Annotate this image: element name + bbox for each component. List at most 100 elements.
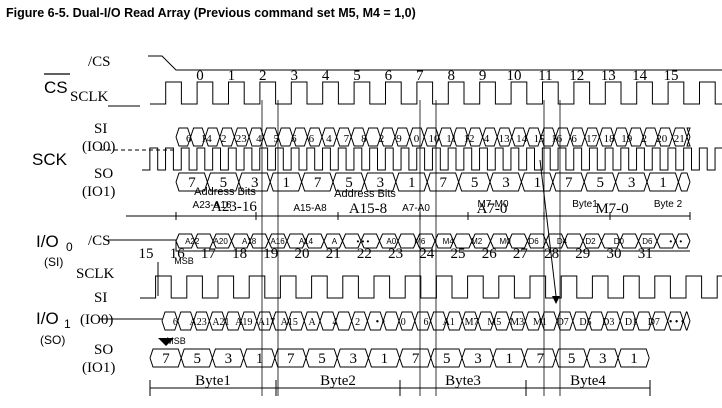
p2-so-value: 5 (568, 351, 576, 367)
p2-so-value: 5 (193, 351, 201, 367)
p1-clock-number: 6 (385, 68, 393, 84)
p2-clock-number: 28 (544, 246, 559, 262)
p1-annotation: M7-M0 (477, 199, 509, 210)
p1-si-value: 11 (446, 133, 457, 145)
p2-so-value: 3 (349, 351, 357, 367)
io0-note: (SI) (44, 255, 63, 269)
p1-si-value: 15 (534, 133, 546, 145)
p2-io0-value: D4 (557, 237, 568, 246)
p1-si-value: 2 (379, 133, 385, 145)
p2-clock-number: 18 (232, 246, 247, 262)
p2-so-value: 1 (256, 351, 264, 367)
p1-so-value: 7 (188, 175, 196, 191)
p2-clock-number: 26 (482, 246, 498, 262)
p1-si-value: 6 (291, 133, 297, 145)
p1-clock-number: 7 (416, 68, 424, 84)
p2-so-value: 1 (381, 351, 389, 367)
p1-annotation: A15-A8 (293, 203, 327, 214)
p2-so-bus (149, 348, 650, 368)
p2-si-value: 2 (355, 317, 360, 328)
p1-si-value: 13 (499, 133, 511, 145)
p2-io0-value: M0 (500, 237, 512, 246)
p1-si-value: 6 (186, 133, 192, 145)
p2-si-value: A (308, 317, 316, 328)
p2-clock-number: 20 (295, 246, 310, 262)
p1-so-value: 5 (345, 175, 353, 191)
p1-annotation: A7-A0 (402, 203, 430, 214)
p2-clock-number: 27 (513, 246, 529, 262)
p1-cs-name: /CS (88, 54, 111, 70)
p1-so-value: 5 (471, 175, 479, 191)
io1-label: I/O (36, 309, 59, 328)
p2-si-value: M7 (465, 317, 479, 328)
sck-label: SCK (32, 150, 68, 169)
p1-si-bus (175, 127, 691, 147)
p2-byte-label: Byte3 (445, 373, 481, 389)
p2-io0-value: • • • (356, 237, 369, 246)
p1-sclk-wave (150, 81, 722, 105)
p1-si-value: 0 (414, 133, 420, 145)
p2-si-value: D3 (602, 317, 614, 328)
p2-io0-value: • • • (669, 237, 682, 246)
p2-so-value: 7 (537, 351, 545, 367)
p2-si-value: 0 (401, 317, 406, 328)
p2-si-value: • • (376, 317, 386, 328)
p1-clock-number: 5 (353, 68, 361, 84)
io0-subscript: 0 (66, 240, 73, 254)
p2-si-sub: (IO0) (80, 312, 113, 328)
p2-clock-number: 15 (139, 246, 154, 262)
p1-clock-number: 14 (632, 68, 648, 84)
p2-si-value: 6 (424, 317, 429, 328)
p2-si-value: A1 (443, 317, 455, 328)
p2-io0-value: D6 (528, 237, 539, 246)
p2-io0-value: A18 (242, 237, 257, 246)
p2-so-value: 5 (443, 351, 451, 367)
p2-io0-value: A14 (299, 237, 314, 246)
p1-si-value: 9 (396, 133, 402, 145)
p2-byte-label: Byte1 (195, 373, 231, 389)
p1-si-value: 4 (326, 133, 332, 145)
p2-si-value: • • • (669, 317, 685, 328)
p1-clock-number: 3 (290, 68, 298, 84)
data-flow-arrow (539, 159, 557, 297)
p1-so-value: 5 (220, 175, 228, 191)
p2-io0-value: M6 (414, 237, 426, 246)
p2-clock-number: 29 (575, 246, 590, 262)
p1-so-value: 3 (251, 175, 259, 191)
p1-annotation: A23-16 (211, 199, 257, 215)
p2-sclk-wave (140, 275, 722, 299)
p2-clock-number: 23 (388, 246, 403, 262)
p1-si-value: 12 (464, 133, 475, 145)
p1-si-value: 10 (429, 133, 441, 145)
p2-si-value: A15 (281, 317, 298, 328)
p1-so-value: 3 (377, 175, 385, 191)
p2-so-value: 7 (162, 351, 170, 367)
p1-so-value: 7 (314, 175, 322, 191)
p1-clock-number: 15 (664, 68, 679, 84)
p2-si-name: SI (94, 290, 107, 306)
p2-si-value: A21 (212, 317, 229, 328)
p1-so-value: 7 (565, 175, 573, 191)
io1-note: (SO) (40, 333, 65, 347)
p1-si-value: 6 (309, 133, 315, 145)
p1-si-value: 7 (344, 133, 350, 145)
p2-si-value: A19 (235, 317, 252, 328)
p2-so-value: 7 (412, 351, 420, 367)
p1-clock-number: 11 (538, 68, 552, 84)
p2-si-value: D1 (625, 317, 637, 328)
p2-io0-value: M2 (471, 237, 483, 246)
p1-si-value: 4 (256, 133, 262, 145)
p1-annotation: A15-8 (349, 201, 387, 217)
p2-clock-number: 25 (451, 246, 466, 262)
p2-si-value: M5 (487, 317, 501, 328)
p1-si-name: SI (94, 121, 107, 137)
p1-cs-wave (148, 55, 722, 71)
p1-clock-number: 12 (569, 68, 584, 84)
p1-si-value: 23 (236, 133, 248, 145)
p1-so-value: 1 (659, 175, 667, 191)
p2-sclk-name: SCLK (76, 266, 115, 282)
p2-so-value: 3 (474, 351, 482, 367)
p2-si-value: M3 (510, 317, 524, 328)
p1-si-value: 5 (274, 133, 280, 145)
